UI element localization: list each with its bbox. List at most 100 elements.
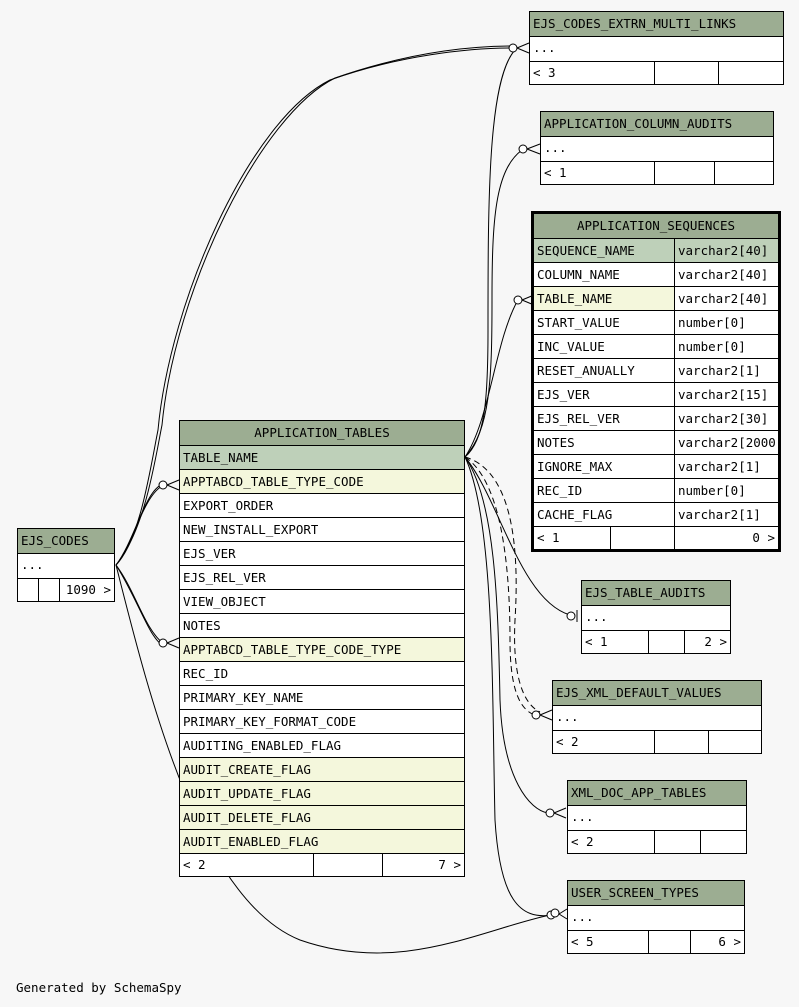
column-name: AUDIT_CREATE_FLAG	[183, 762, 311, 777]
edge-marker	[508, 43, 518, 53]
column-row[interactable]: EJS_VER	[180, 542, 464, 566]
footer-cell	[654, 62, 718, 84]
column-name: SEQUENCE_NAME	[537, 243, 635, 258]
table-ellipsis: ...	[553, 706, 761, 731]
column-type: varchar2[1]	[674, 359, 778, 382]
column-name: RESET_ANUALLY	[537, 363, 635, 378]
column-type: varchar2[1]	[674, 455, 778, 478]
table-header: APPLICATION_TABLES	[180, 421, 464, 446]
column-row[interactable]: NOTES	[180, 614, 464, 638]
column-name: AUDIT_ENABLED_FLAG	[183, 834, 319, 849]
footer-cell	[18, 579, 38, 601]
edge-app-tables-to-user-screen-types	[464, 456, 553, 917]
table-ejs-codes-extrn-multi-links[interactable]: EJS_CODES_EXTRN_MULTI_LINKS ... < 3	[529, 11, 784, 85]
footer-cell	[654, 831, 700, 853]
table-user-screen-types[interactable]: USER_SCREEN_TYPES ... < 5 6 >	[567, 880, 745, 954]
footer-cell	[718, 62, 783, 84]
crowfoot-marker	[166, 479, 180, 491]
edge-app-tables-to-extrn-links	[464, 49, 516, 458]
footer-cell	[313, 854, 382, 876]
table-application-tables[interactable]: APPLICATION_TABLES TABLE_NAME APPTABCD_T…	[179, 420, 465, 877]
column-row[interactable]: AUDIT_CREATE_FLAG	[180, 758, 464, 782]
edge-app-tables-to-column-audits	[464, 149, 523, 458]
parent-count: < 2	[571, 834, 594, 849]
footer-cell	[654, 162, 714, 184]
edge-marker	[158, 480, 168, 490]
table-ellipsis: ...	[530, 37, 783, 62]
column-row[interactable]: APPTABCD_TABLE_TYPE_CODE_TYPE	[180, 638, 464, 662]
column-row[interactable]: START_VALUE number[0]	[534, 311, 778, 335]
column-row[interactable]: PRIMARY_KEY_NAME	[180, 686, 464, 710]
column-row[interactable]: VIEW_OBJECT	[180, 590, 464, 614]
table-ellipsis: ...	[541, 137, 773, 162]
column-row[interactable]: APPTABCD_TABLE_TYPE_CODE	[180, 470, 464, 494]
footer-cell	[38, 579, 59, 601]
table-header: EJS_TABLE_AUDITS	[582, 581, 730, 606]
footer-cell	[648, 931, 690, 953]
column-row[interactable]: PRIMARY_KEY_FORMAT_CODE	[180, 710, 464, 734]
footer-cell	[648, 631, 684, 653]
column-type: varchar2[15]	[674, 383, 778, 406]
parent-count: < 2	[556, 734, 579, 749]
parent-count: < 1	[544, 165, 567, 180]
crowfoot-marker	[166, 637, 180, 649]
column-type: varchar2[2000]	[674, 431, 778, 454]
footer-cell	[708, 731, 761, 753]
edge-ejs-codes-to-app-tables-type-2	[115, 564, 163, 646]
generated-by-note: Generated by SchemaSpy	[16, 980, 182, 995]
column-type: number[0]	[674, 311, 778, 334]
column-name: INC_VALUE	[537, 339, 605, 354]
table-xml-doc-app-tables[interactable]: XML_DOC_APP_TABLES ... < 2	[567, 780, 747, 854]
column-name: EXPORT_ORDER	[183, 498, 274, 513]
column-name: CACHE_FLAG	[537, 507, 613, 522]
footer-cell	[700, 831, 746, 853]
edge-app-tables-to-xml-defaults	[464, 456, 536, 716]
column-name: PRIMARY_KEY_NAME	[183, 690, 304, 705]
column-row[interactable]: EJS_REL_VER	[180, 566, 464, 590]
column-name: TABLE_NAME	[183, 450, 259, 465]
edge-marker	[550, 908, 560, 918]
table-ejs-xml-default-values[interactable]: EJS_XML_DEFAULT_VALUES ... < 2	[552, 680, 762, 754]
edge-marker	[545, 808, 555, 818]
table-ejs-table-audits[interactable]: EJS_TABLE_AUDITS ... < 1 2 >	[581, 580, 731, 654]
edge-ejs-codes-to-app-tables-type	[115, 564, 164, 644]
column-name: TABLE_NAME	[537, 291, 613, 306]
child-count: 2 >	[684, 631, 730, 653]
table-ellipsis: ...	[582, 606, 730, 631]
table-ellipsis: ...	[568, 906, 744, 931]
column-row[interactable]: REC_ID	[180, 662, 464, 686]
column-row[interactable]: AUDIT_UPDATE_FLAG	[180, 782, 464, 806]
column-name: EJS_REL_VER	[537, 411, 620, 426]
column-row[interactable]: TABLE_NAME	[180, 446, 464, 470]
column-row[interactable]: AUDIT_ENABLED_FLAG	[180, 830, 464, 854]
column-row[interactable]: AUDITING_ENABLED_FLAG	[180, 734, 464, 758]
table-application-column-audits[interactable]: APPLICATION_COLUMN_AUDITS ... < 1	[540, 111, 774, 185]
parent-count: < 1	[585, 634, 608, 649]
column-name: VIEW_OBJECT	[183, 594, 266, 609]
column-row[interactable]: EXPORT_ORDER	[180, 494, 464, 518]
edge-marker	[158, 638, 168, 648]
column-name: REC_ID	[537, 483, 583, 498]
parent-count: < 3	[533, 65, 556, 80]
column-row[interactable]: NEW_INSTALL_EXPORT	[180, 518, 464, 542]
column-name: START_VALUE	[537, 315, 620, 330]
column-row[interactable]: AUDIT_DELETE_FLAG	[180, 806, 464, 830]
column-row[interactable]: RESET_ANUALLY varchar2[1]	[534, 359, 778, 383]
child-count: 0 >	[674, 527, 778, 549]
table-footer: < 2 7 >	[180, 854, 464, 876]
table-ejs-codes[interactable]: EJS_CODES ... 1090 >	[17, 528, 115, 602]
column-name: APPTABCD_TABLE_TYPE_CODE	[183, 474, 364, 489]
column-name: AUDIT_DELETE_FLAG	[183, 810, 311, 825]
